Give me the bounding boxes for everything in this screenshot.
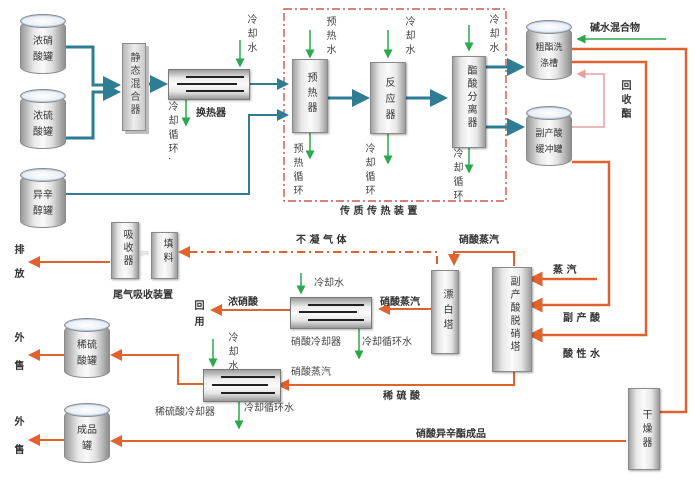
conc-nitric-acid-label: 浓硝酸 bbox=[228, 297, 258, 308]
cooling-water-reactor-label: 冷却水 bbox=[403, 16, 414, 58]
noncondensable-gas bbox=[178, 246, 438, 264]
cooling-cycle-water-nitric-label: 冷却循环水 bbox=[362, 337, 412, 348]
sulfuric-cooler-label: 稀硫酸冷却器 bbox=[155, 407, 215, 418]
dilute-sulfuric-cooler bbox=[203, 369, 281, 402]
cooling-cycle-water-sulfuric-label: 冷却循环水 bbox=[244, 403, 294, 414]
recovered-ester-label: 回收酯 bbox=[619, 80, 630, 122]
recovered-ester-flow bbox=[572, 69, 605, 128]
tank-dilute-sulfuric: 稀硫 酸罐 bbox=[64, 318, 110, 380]
dryer: 干燥器 bbox=[628, 388, 660, 470]
cooling-cycle-separator-label: 冷却循环 bbox=[451, 148, 462, 204]
tank-byproduct-buffer: 副产酸 缓冲罐 bbox=[526, 106, 572, 168]
absorber: 吸收器 bbox=[111, 222, 139, 279]
noncondensable-gas-label: 不 凝 气 体 bbox=[296, 235, 347, 246]
cooling-cycle-reactor-label: 冷却循环 bbox=[363, 143, 374, 199]
wash-to-dryer bbox=[572, 47, 688, 414]
flow-isooctanol-to-preheater bbox=[64, 109, 289, 195]
preheat-cycle-label: 预热循环 bbox=[291, 143, 302, 199]
cooling-water-hx-label: 冷却水 bbox=[245, 14, 256, 56]
heat-exchanger-label: 换热器 bbox=[196, 108, 226, 119]
for-sale-label-1: 外售 bbox=[12, 332, 23, 388]
preheater: 预热器 bbox=[292, 59, 328, 133]
steam-label: 蒸 汽 bbox=[553, 265, 577, 276]
mass-heat-transfer-boundary bbox=[283, 8, 507, 202]
alkali-water-mix-label: 碱水混合物 bbox=[590, 23, 640, 34]
nitric-vapor-low-label: 硝酸蒸汽 bbox=[291, 367, 331, 378]
reuse-label: 回用 bbox=[192, 300, 203, 332]
nitric-vapor-mid-label: 硝酸蒸汽 bbox=[380, 297, 420, 308]
tank-conc-nitric: 浓硝 酸罐 bbox=[20, 14, 66, 76]
tank-product: 成品 罐 bbox=[64, 403, 110, 465]
nitric-cooler-label: 硝酸冷却器 bbox=[291, 337, 341, 348]
dilute-sulfuric-acid-label: 稀 硫 酸 bbox=[383, 391, 420, 402]
byproduct-denitration-tower: 副产酸脱硝塔 bbox=[492, 267, 532, 372]
cooling-cycle-hx-label: 冷却循环. bbox=[166, 101, 177, 165]
product-flow-label: 硝酸异辛酯成品 bbox=[416, 429, 486, 440]
byproduct-acid-label: 副 产 酸 bbox=[563, 313, 600, 324]
tail-gas-unit-label: 尾气吸收装置 bbox=[113, 290, 173, 301]
denitration-dilute-sulfuric bbox=[277, 372, 515, 391]
mass-heat-transfer-label: 传 质 传 热 装 置 bbox=[340, 206, 418, 217]
sulfuric-cooler-to-tank bbox=[110, 349, 203, 385]
nitric-vapor-top-label: 硝酸蒸汽 bbox=[459, 235, 499, 246]
discharge-label: 排放 bbox=[12, 244, 23, 292]
wash-acidic-water bbox=[527, 60, 648, 343]
packing-to-absorber-arrow: ⇦ bbox=[139, 246, 150, 260]
for-sale-label-2: 外售 bbox=[12, 416, 23, 472]
static-mixer: 静态混合器 bbox=[122, 43, 146, 131]
acidic-water-label: 酸 性 水 bbox=[563, 349, 600, 360]
cooling-water-sulfuric-label: 冷却水 bbox=[226, 332, 237, 374]
flow-sulfuric-to-mixer bbox=[64, 83, 121, 140]
heat-exchanger bbox=[168, 69, 250, 100]
bleach-tower: 漂白塔 bbox=[431, 270, 459, 354]
packing: 填料 bbox=[151, 232, 178, 279]
buffer-byproduct-acid bbox=[527, 160, 611, 313]
tank-conc-sulfuric: 浓硫 酸罐 bbox=[20, 89, 66, 151]
ester-acid-separator: 酯酸分离器 bbox=[452, 56, 486, 148]
cooling-water-nitric-label: 冷却水 bbox=[314, 278, 344, 289]
denitration-to-bleach bbox=[448, 251, 515, 266]
reactor: 反应器 bbox=[370, 62, 406, 134]
preheat-water-label: 预热水 bbox=[324, 16, 335, 58]
tank-isooctanol: 异辛 醇罐 bbox=[20, 168, 66, 230]
flow-nitric-to-mixer bbox=[64, 45, 121, 94]
tank-crude-wash: 粗酯洗 涤槽 bbox=[526, 20, 572, 82]
cooling-water-separator-label: 冷却水 bbox=[487, 14, 498, 56]
nitric-acid-cooler bbox=[290, 297, 372, 329]
